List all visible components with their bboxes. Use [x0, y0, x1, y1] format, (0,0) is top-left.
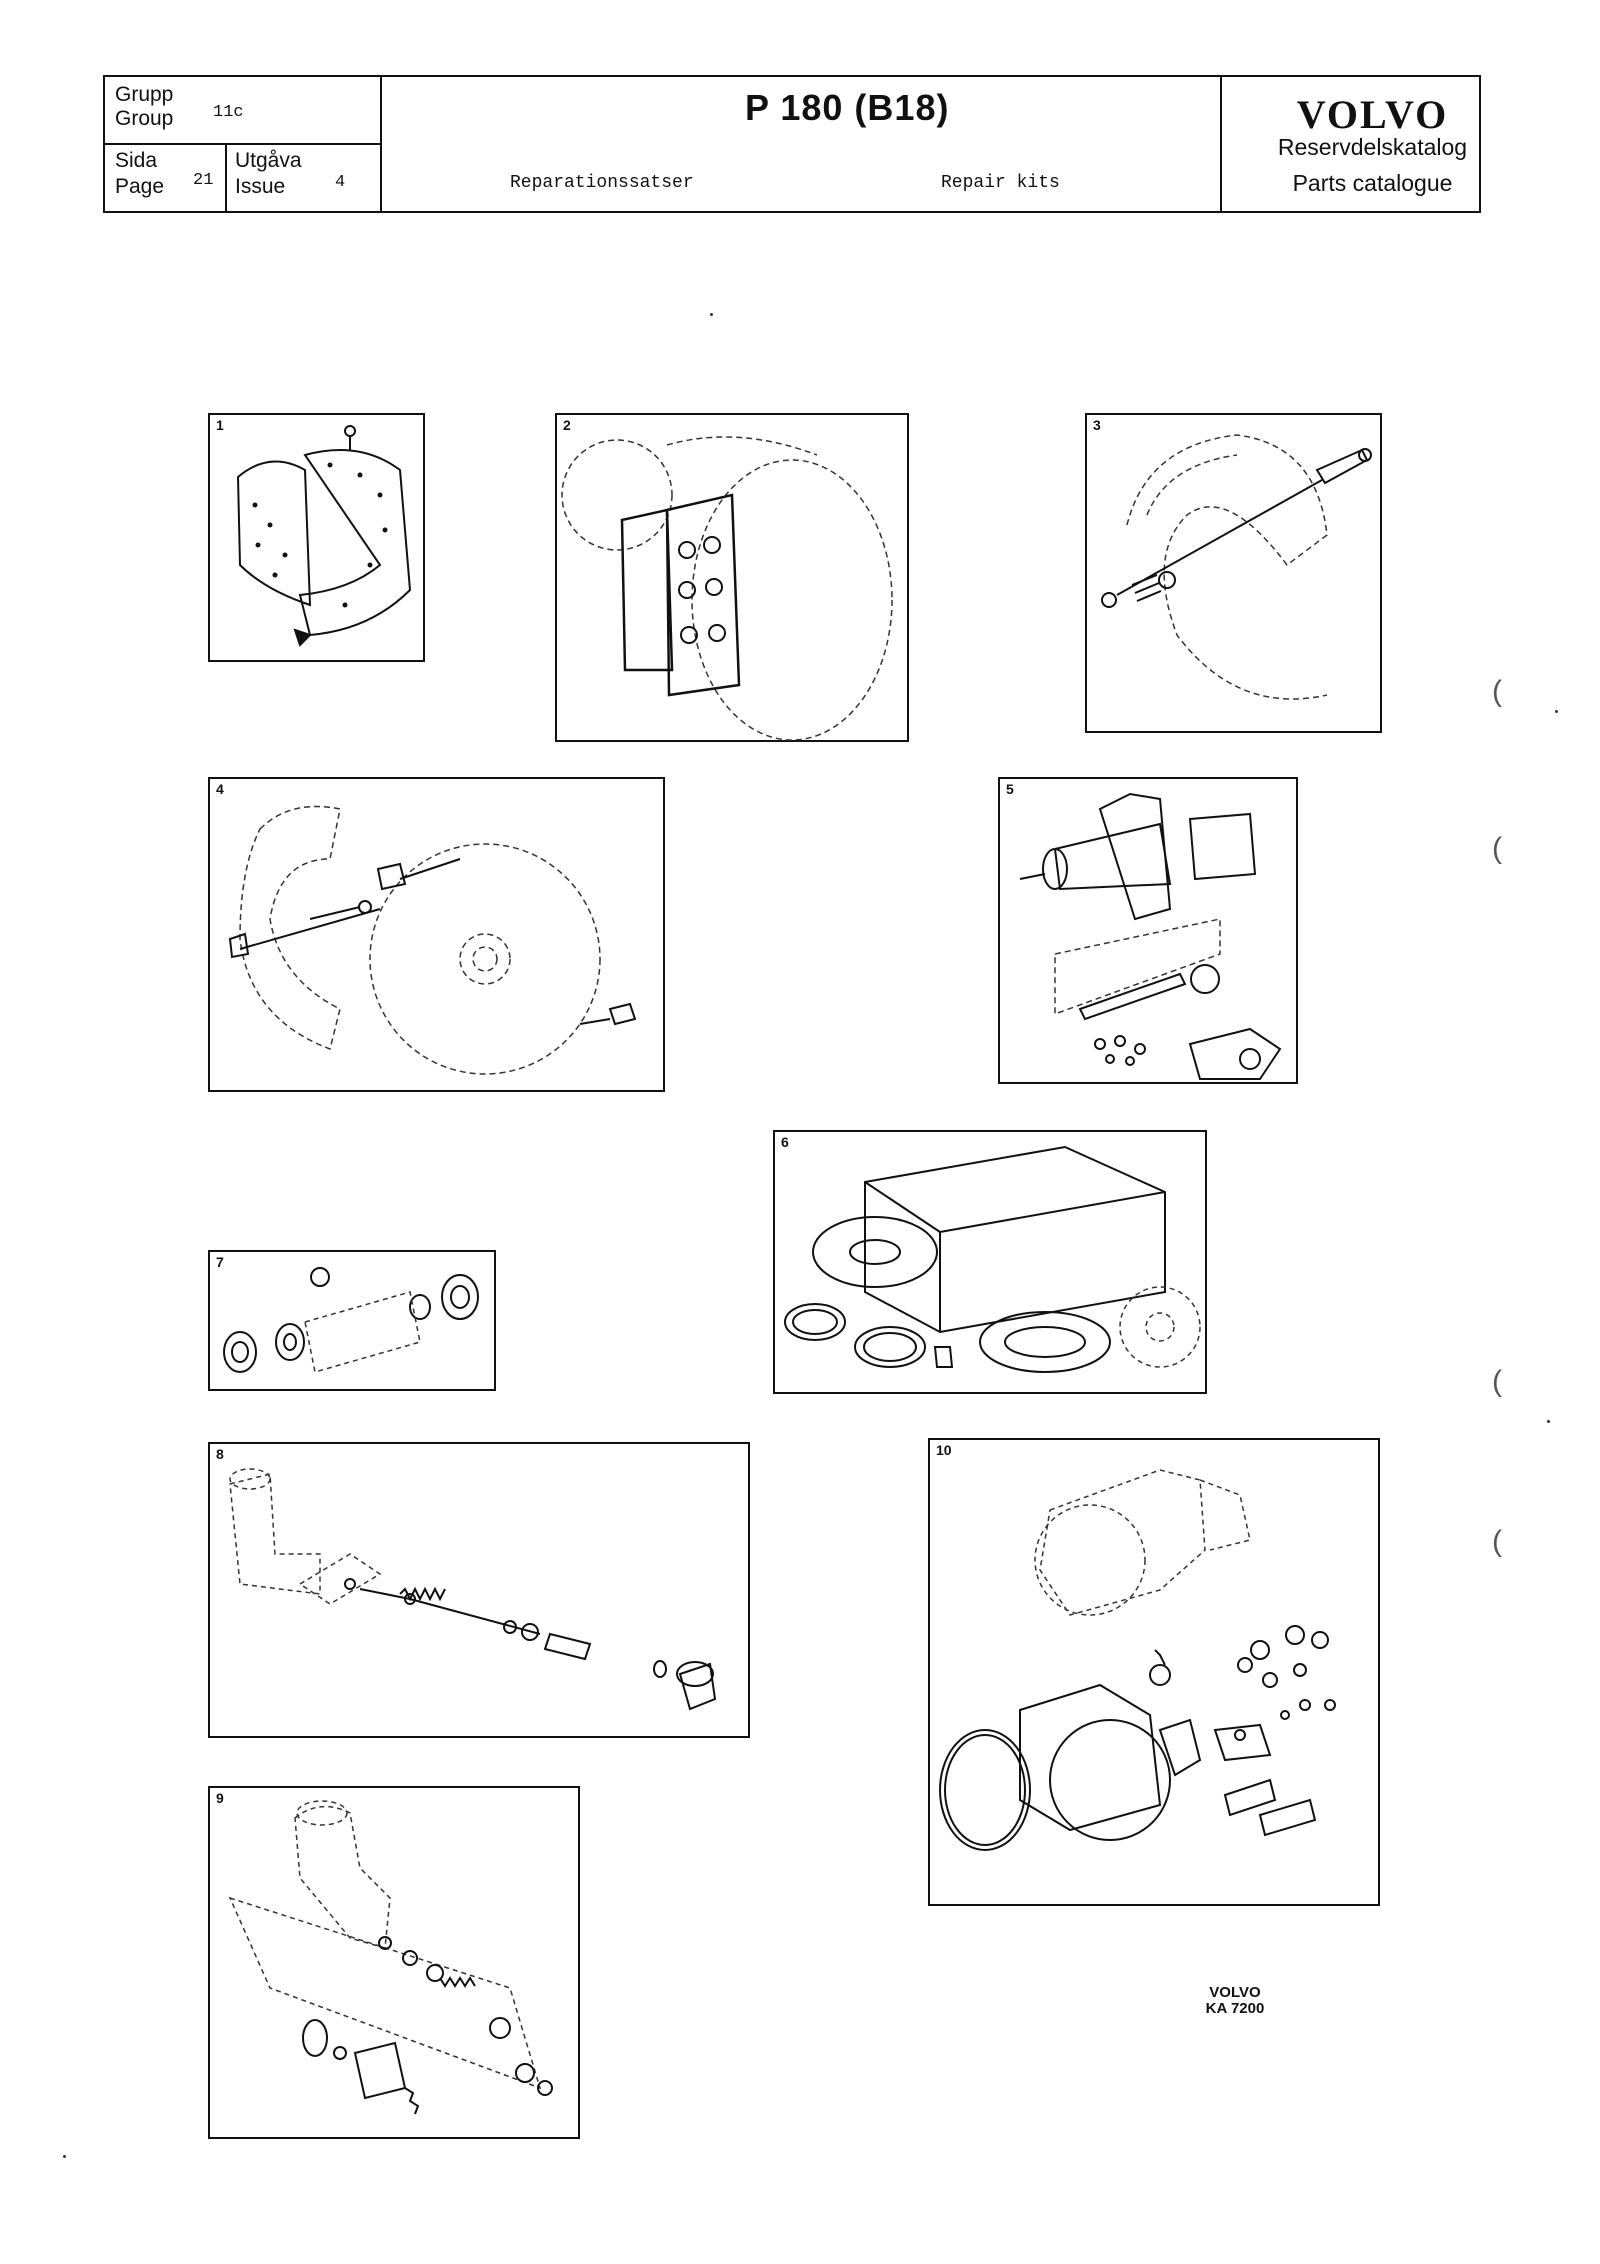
model-title: P 180 (B18): [745, 87, 950, 128]
group-label-en: Group: [115, 107, 174, 130]
wheel-cylinder-drawing: [223, 1267, 479, 1373]
issue-value: 4: [335, 173, 346, 192]
panel-1-brake-shoe-lining: 1: [208, 413, 425, 662]
drum-brake-drawing: [228, 805, 637, 1075]
panel-9-brake-master-cylinder: 9: [208, 1786, 580, 2139]
panel-4-drum-brake: 4: [208, 777, 665, 1092]
group-label-sv: Grupp: [115, 83, 174, 106]
subtitle-sv: Reparationssatser: [510, 173, 694, 193]
brake-shoe-drawing: [1101, 434, 1372, 700]
scan-speck: [1555, 710, 1558, 713]
brake-lining-drawing: [236, 425, 412, 647]
scan-speck: [1547, 1420, 1550, 1423]
panel-6-clutch-kit: 6: [773, 1130, 1207, 1394]
panel-number: 6: [781, 1134, 789, 1150]
scan-speck: [63, 2155, 66, 2158]
catalogue-label-en: Parts catalogue: [1292, 170, 1453, 196]
brake-pads-drawing: [561, 436, 893, 741]
page-label-sv: Sida: [115, 149, 158, 172]
brake-booster-drawing: [939, 1469, 1336, 1851]
panel-number: 3: [1093, 417, 1101, 433]
catalogue-label-sv: Reservdelskatalog: [1277, 134, 1468, 160]
panel-number: 2: [563, 417, 571, 433]
footer-stamp: VOLVO KA 7200: [1190, 1985, 1280, 2017]
header-block: Grupp Group 11c Sida Page 21 Utgåva Issu…: [103, 75, 1481, 213]
panel-number: 1: [216, 417, 224, 433]
slave-cylinder-drawing: [1019, 792, 1282, 1080]
subtitle-en: Repair kits: [941, 173, 1060, 193]
panel-3-brake-shoe-spring: 3: [1085, 413, 1382, 733]
issue-label-sv: Utgåva: [235, 149, 302, 172]
issue-label-en: Issue: [235, 175, 286, 198]
footer-brand: VOLVO: [1209, 1984, 1261, 2001]
header-divider: [105, 143, 380, 145]
scan-speck: [710, 313, 713, 316]
margin-mark: (: [1492, 675, 1502, 708]
header-divider: [1220, 77, 1222, 211]
brake-master-cylinder-drawing: [228, 1800, 553, 2115]
margin-mark: (: [1492, 832, 1502, 865]
page-value: 21: [193, 171, 214, 190]
margin-mark: (: [1492, 1525, 1502, 1558]
panel-5-slave-cylinder: 5: [998, 777, 1298, 1084]
panel-number: 8: [216, 1446, 224, 1462]
margin-mark: (: [1492, 1365, 1502, 1398]
panel-number: 10: [936, 1442, 952, 1458]
panel-number: 4: [216, 781, 224, 797]
footer-code: KA 7200: [1205, 2000, 1265, 2017]
panel-10-brake-booster: 10: [928, 1438, 1380, 1906]
panel-number: 9: [216, 1790, 224, 1806]
group-value: 11c: [213, 103, 244, 122]
clutch-master-cylinder-drawing: [229, 1468, 717, 1711]
panel-number: 5: [1006, 781, 1014, 797]
header-divider: [380, 77, 382, 211]
clutch-kit-drawing: [784, 1145, 1201, 1373]
header-divider: [225, 143, 227, 211]
panel-7-wheel-cylinder: 7: [208, 1250, 496, 1391]
panel-2-brake-pads: 2: [555, 413, 909, 742]
panel-8-clutch-master-cylinder: 8: [208, 1442, 750, 1738]
panel-number: 7: [216, 1254, 224, 1270]
page-label-en: Page: [115, 175, 165, 198]
brand-logo: VOLVO: [1296, 92, 1449, 137]
